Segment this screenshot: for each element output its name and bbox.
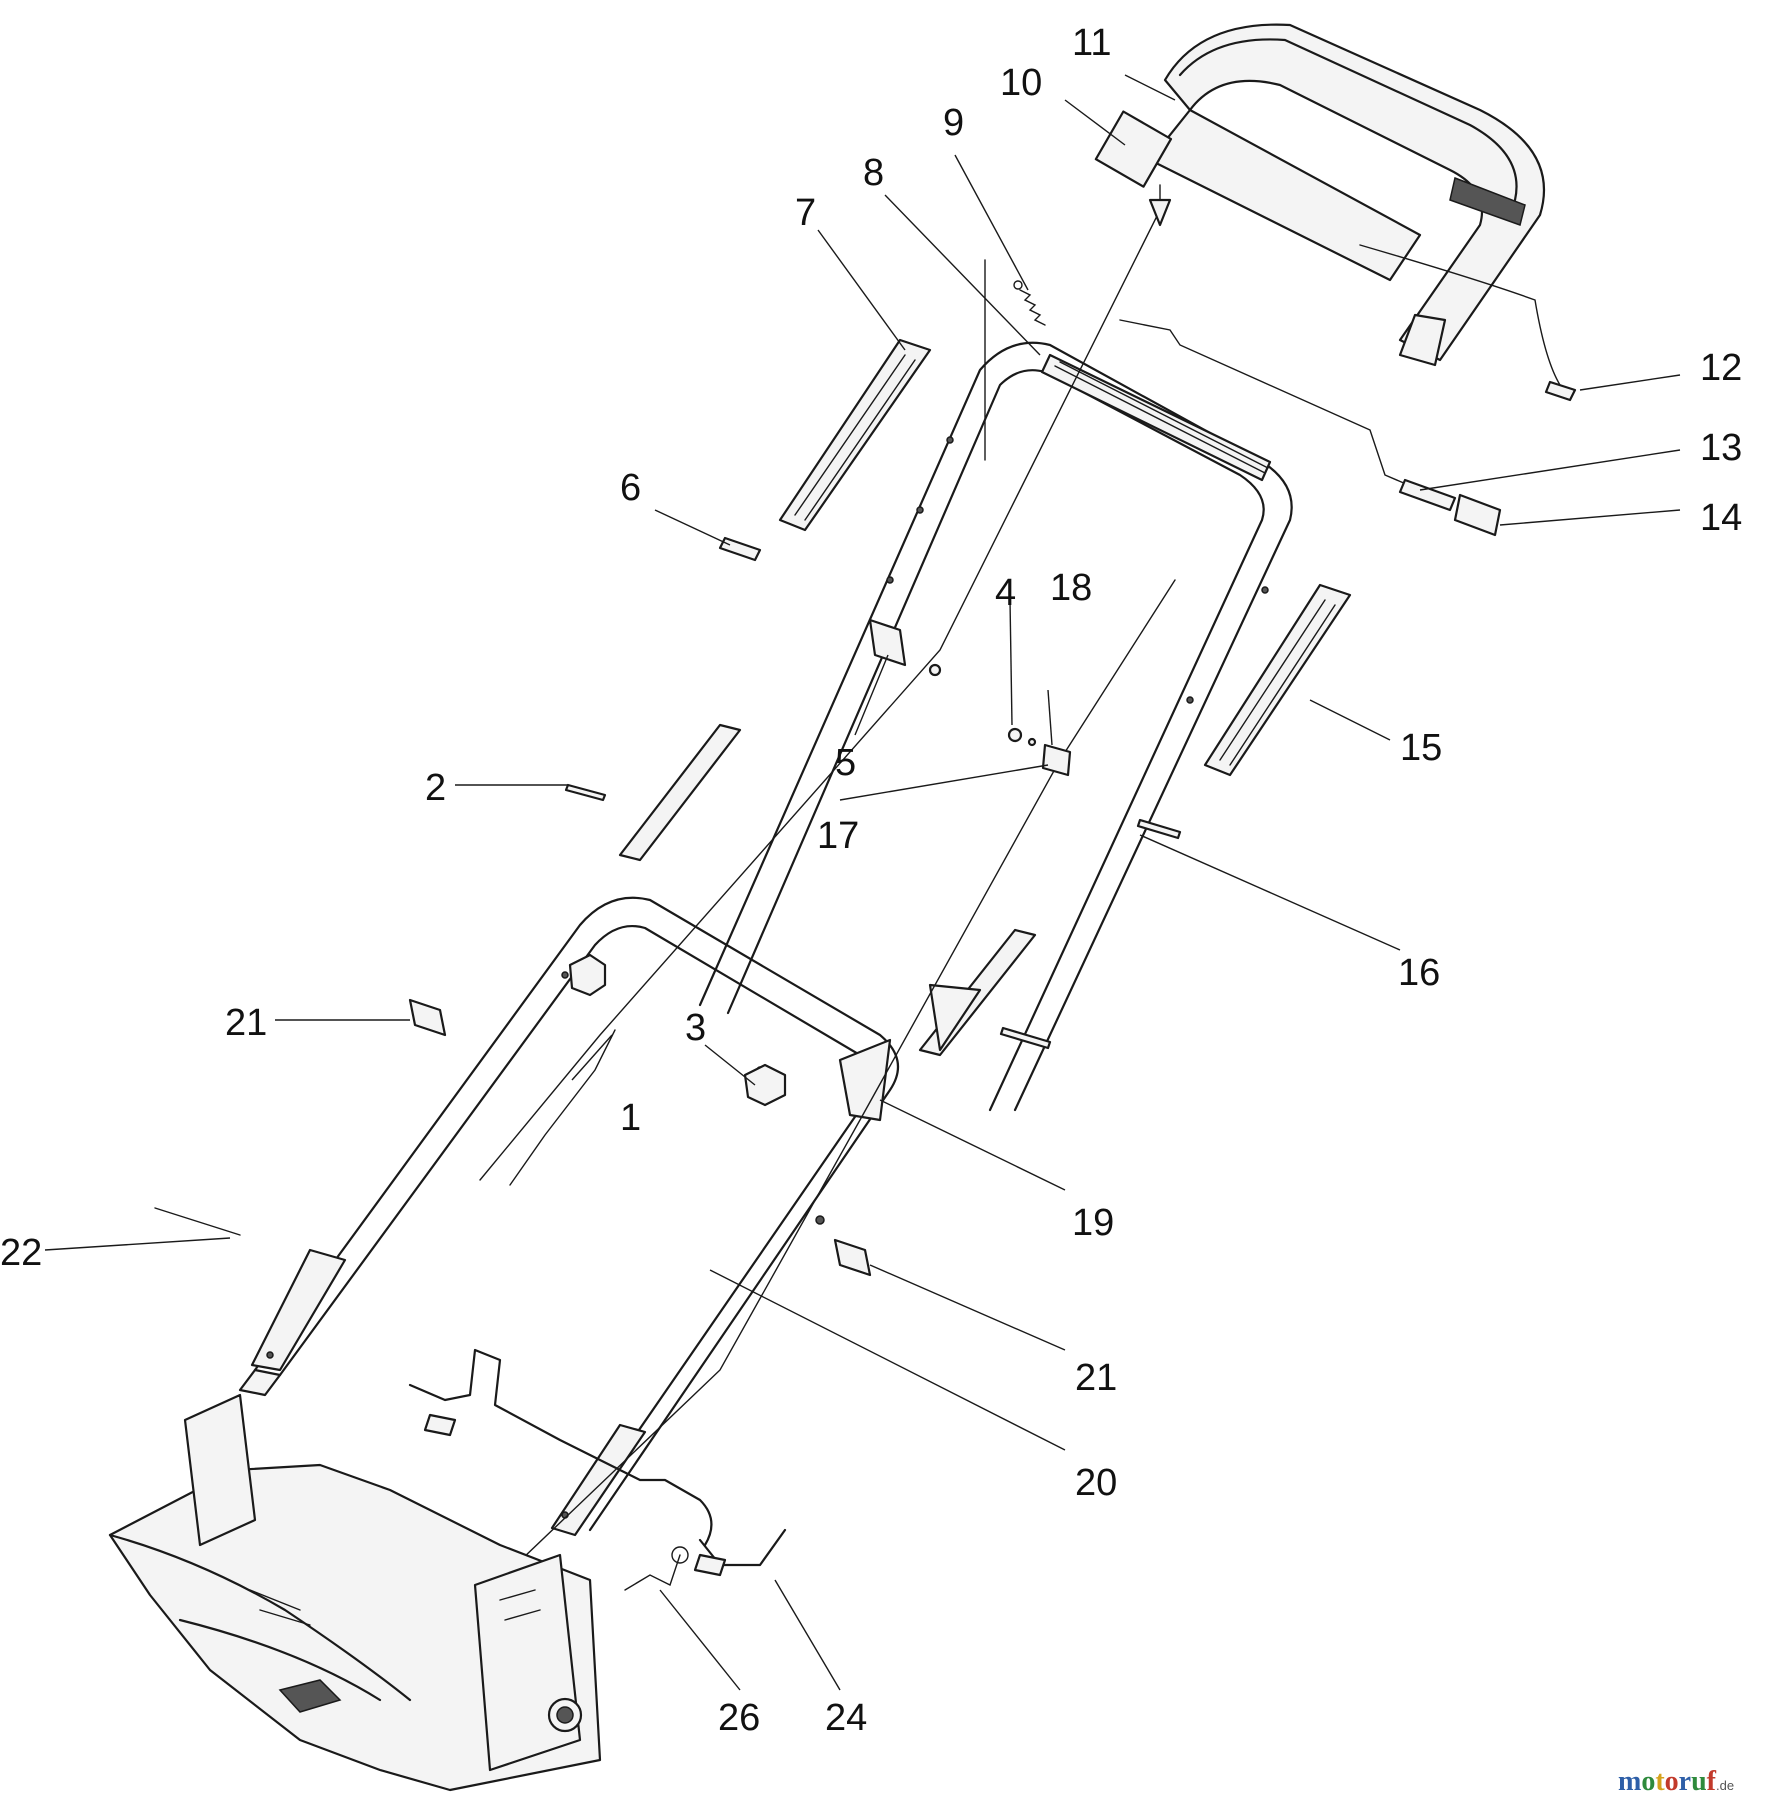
lower-handle — [238, 896, 900, 1532]
fittings — [718, 536, 1072, 777]
bolts — [564, 783, 1182, 1050]
callout-14: 14 — [1700, 497, 1742, 539]
callout-17: 17 — [817, 815, 859, 857]
upper-handle-brackets — [618, 723, 1037, 1057]
callout-5: 5 — [835, 742, 856, 784]
watermark-letter: u — [1691, 1766, 1707, 1797]
drive-cable — [499, 579, 1176, 1581]
callout-13: 13 — [1700, 427, 1742, 469]
watermark-logo: motoruf.de — [1618, 1766, 1734, 1797]
upper-handle — [698, 341, 1293, 1112]
callout-12: 12 — [1700, 347, 1742, 389]
cable-guide-7 — [778, 338, 932, 532]
callout-6: 6 — [620, 467, 641, 509]
callout-4: 4 — [995, 572, 1016, 614]
callout-7: 7 — [795, 192, 816, 234]
callout-10: 10 — [1000, 62, 1042, 104]
cable-12 — [1359, 244, 1561, 386]
callout-21-left: 21 — [225, 1002, 267, 1044]
callout-20: 20 — [1075, 1462, 1117, 1504]
clamps-21 — [408, 998, 872, 1277]
callout-15: 15 — [1400, 727, 1442, 769]
watermark-letter: m — [1618, 1766, 1641, 1797]
cable-guide-15 — [1203, 583, 1352, 777]
callout-11: 11 — [1072, 22, 1111, 64]
callout-labels: 1 2 3 4 5 6 7 8 9 10 11 12 13 14 15 16 1… — [0, 22, 1742, 1739]
knobs — [568, 953, 787, 1107]
spring-9 — [1013, 280, 1046, 326]
brake-bail — [408, 1348, 787, 1591]
watermark: motoruf.de — [1618, 1766, 1734, 1797]
callout-26: 26 — [718, 1697, 760, 1739]
callout-22: 22 — [0, 1232, 42, 1274]
watermark-letter: t — [1655, 1766, 1665, 1797]
callout-9: 9 — [943, 102, 964, 144]
callout-1: 1 — [620, 1097, 641, 1139]
cable-22 — [154, 1207, 241, 1236]
top-grip-assembly — [1094, 23, 1546, 367]
callout-19: 19 — [1072, 1202, 1114, 1244]
callout-16: 16 — [1398, 952, 1440, 994]
cable-end-12 — [1544, 380, 1577, 402]
watermark-letter: f — [1707, 1766, 1717, 1797]
callout-8: 8 — [863, 152, 884, 194]
control-rod — [1119, 319, 1502, 537]
watermark-letter: o — [1641, 1766, 1655, 1797]
mower-deck — [108, 1393, 602, 1792]
watermark-letter: o — [1665, 1766, 1679, 1797]
callout-24: 24 — [825, 1697, 867, 1739]
leader-lines — [44, 74, 1681, 1691]
watermark-letter: r — [1679, 1766, 1691, 1797]
cable-1 — [509, 1029, 616, 1186]
callout-18: 18 — [1050, 567, 1092, 609]
watermark-suffix: .de — [1716, 1778, 1734, 1793]
callout-21-right: 21 — [1075, 1357, 1117, 1399]
callout-3: 3 — [685, 1007, 706, 1049]
callout-2: 2 — [425, 767, 446, 809]
